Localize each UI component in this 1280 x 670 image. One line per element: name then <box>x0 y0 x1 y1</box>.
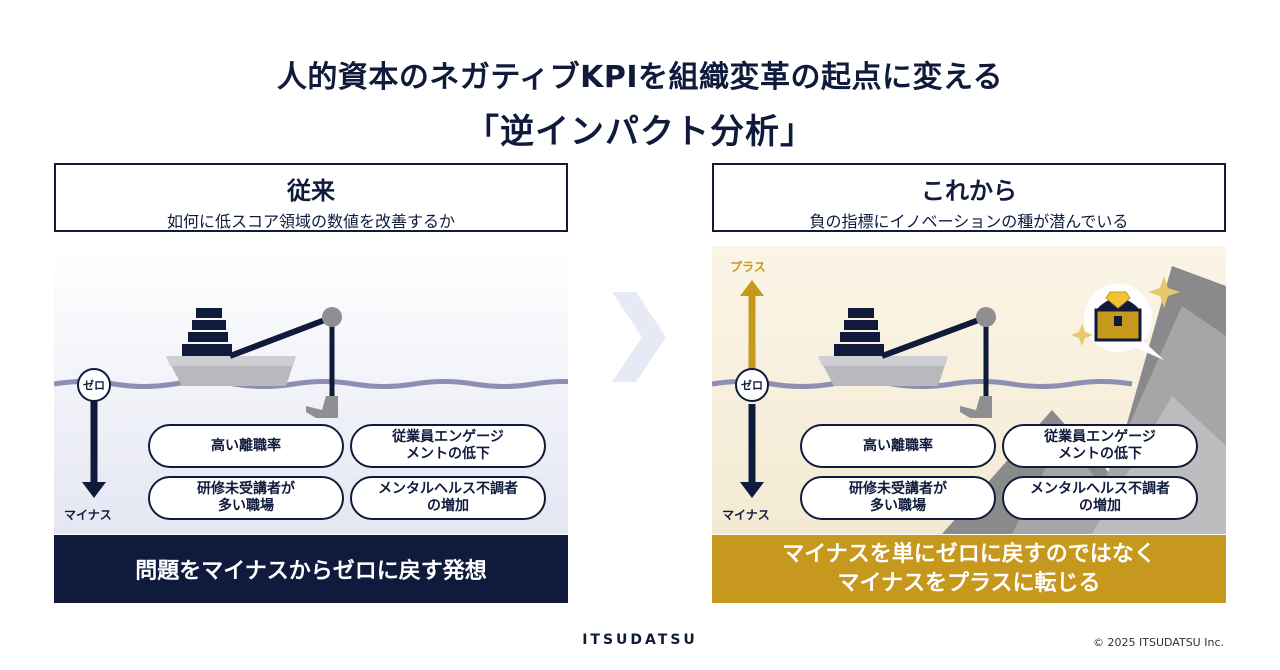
conventional-scene: ゼロ マイナス 高い離職率 従業員エンゲージ メントの低下 研修未受講者が 多い… <box>54 246 568 534</box>
pill-text: 高い離職率 <box>211 437 281 454</box>
pill-text: 研修未受講者が <box>197 481 295 497</box>
arrow-down-icon <box>740 404 764 498</box>
conventional-summary: 問題をマイナスからゼロに戻す発想 <box>54 535 568 603</box>
arrow-down-icon <box>82 394 106 498</box>
fishing-hook-icon <box>960 396 992 418</box>
future-panel: これから 負の指標にイノベーションの種が潜んでいる <box>712 163 1226 603</box>
pill-text: 従業員エンゲージ <box>392 429 504 445</box>
water-line <box>712 379 1133 389</box>
sparkle-icon <box>1071 276 1180 346</box>
water-line <box>54 379 568 389</box>
conventional-header: 従来 如何に低スコア領域の数値を改善するか <box>54 163 568 232</box>
page-subtitle: 「逆インパクト分析」 <box>465 112 815 152</box>
pill-text: メントの低下 <box>1058 446 1142 462</box>
pill-engagement-decline: 従業員エンゲージ メントの低下 <box>350 424 546 468</box>
future-subheading: 負の指標にイノベーションの種が潜んでいる <box>809 212 1129 231</box>
pill-text: 従業員エンゲージ <box>1044 429 1156 445</box>
pill-mental-health: メンタルヘルス不調者 の増加 <box>350 476 546 520</box>
pill-text: メントの低下 <box>406 446 490 462</box>
pill-engagement-decline: 従業員エンゲージ メントの低下 <box>1002 424 1198 468</box>
page-title: 人的資本のネガティブKPIを組織変革の起点に変える <box>276 60 1004 95</box>
future-summary-line1: マイナスを単にゼロに戻すのではなく <box>782 542 1156 567</box>
pill-text: メンタルヘルス不調者 <box>378 481 518 497</box>
conventional-subheading: 如何に低スコア領域の数値を改善するか <box>166 212 455 231</box>
conventional-panel: 従来 如何に低スコア領域の数値を改善するか <box>54 163 568 603</box>
fishing-rod-icon <box>880 307 996 396</box>
future-header: これから 負の指標にイノベーションの種が潜んでいる <box>712 163 1226 232</box>
future-summary: マイナスを単にゼロに戻すのではなく マイナスをプラスに転じる <box>712 535 1226 603</box>
boat-icon <box>166 308 296 386</box>
future-scene: プラス ゼロ マイナス 高い離職率 従業員エンゲージ メントの低下 研修未受講者… <box>712 246 1226 534</box>
pill-text: 多い職場 <box>870 498 926 514</box>
pill-text: メンタルヘルス不調者 <box>1030 481 1170 497</box>
pill-untrained-workplace: 研修未受講者が 多い職場 <box>800 476 996 520</box>
pill-untrained-workplace: 研修未受講者が 多い職場 <box>148 476 344 520</box>
zero-marker: ゼロ <box>77 368 111 402</box>
pill-text: 高い離職率 <box>863 437 933 454</box>
pill-text: 研修未受講者が <box>849 481 947 497</box>
pill-text: の増加 <box>427 498 469 514</box>
pill-high-turnover: 高い離職率 <box>148 424 344 468</box>
treasure-chest-icon <box>1084 284 1164 360</box>
conventional-summary-text: 問題をマイナスからゼロに戻す発想 <box>135 559 487 584</box>
minus-label: マイナス <box>722 508 770 522</box>
chevron-right-icon <box>612 292 666 382</box>
arrow-up-icon <box>740 280 764 372</box>
pill-high-turnover: 高い離職率 <box>800 424 996 468</box>
minus-label: マイナス <box>64 508 112 522</box>
pill-mental-health: メンタルヘルス不調者 の増加 <box>1002 476 1198 520</box>
fishing-hook-icon <box>306 396 338 418</box>
conventional-heading: 従来 <box>287 177 335 205</box>
plus-label: プラス <box>730 260 766 274</box>
copyright-text: © 2025 ITSUDATSU Inc. <box>1093 636 1224 649</box>
pill-text: の増加 <box>1079 498 1121 514</box>
fishing-rod-icon <box>228 307 342 396</box>
boat-icon <box>818 308 948 386</box>
zero-marker: ゼロ <box>735 368 769 402</box>
pill-text: 多い職場 <box>218 498 274 514</box>
company-logo: ITSUDATSU <box>582 632 698 648</box>
future-summary-line2: マイナスをプラスに転じる <box>837 571 1101 596</box>
future-heading: これから <box>921 177 1017 205</box>
